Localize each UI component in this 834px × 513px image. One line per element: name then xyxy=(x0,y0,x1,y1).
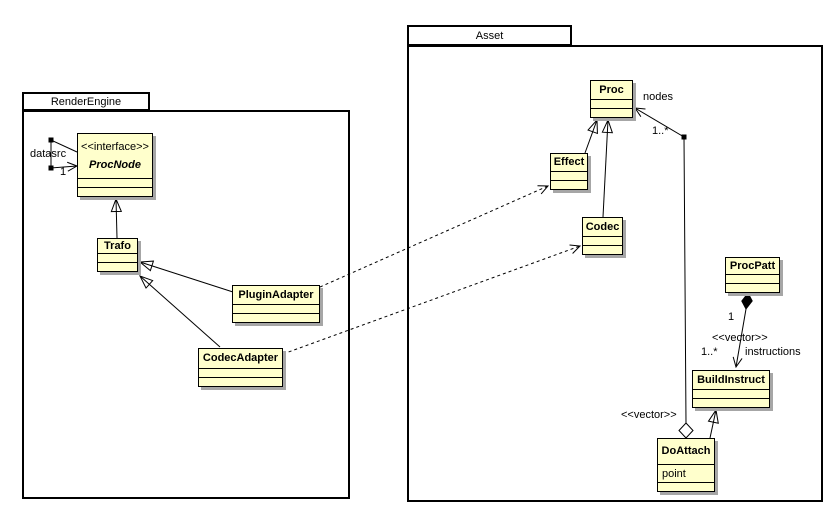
class-codecadapter: CodecAdapter xyxy=(198,348,283,387)
methods-compartment xyxy=(693,398,769,407)
attributes-compartment xyxy=(591,99,632,108)
class-name: ProcPatt xyxy=(729,259,776,272)
methods-compartment xyxy=(551,180,587,189)
multiplicity-nodes: 1..* xyxy=(652,125,669,137)
class-name: CodecAdapter xyxy=(202,352,279,364)
class-pluginadapter: PluginAdapter xyxy=(232,285,320,323)
attributes-compartment xyxy=(98,253,137,262)
methods-compartment xyxy=(98,262,137,271)
stereotype-label: <<interface>> xyxy=(81,140,149,153)
class-codec: Codec xyxy=(582,217,623,255)
attributes-compartment xyxy=(551,171,587,180)
class-buildinstruct: BuildInstruct xyxy=(692,370,770,408)
class-proc: Proc xyxy=(590,80,633,118)
attributes-compartment xyxy=(233,304,319,313)
stereotype-label-instructions: <<vector>> xyxy=(712,332,768,344)
class-name: Effect xyxy=(553,156,585,168)
attributes-compartment xyxy=(199,368,282,377)
class-effect: Effect xyxy=(550,153,588,190)
attributes-compartment xyxy=(78,178,152,187)
package-tab-asset: Asset xyxy=(407,25,572,46)
attributes-compartment xyxy=(726,274,779,283)
role-label-datasrc: datasrc xyxy=(30,148,67,160)
attributes-compartment xyxy=(583,236,622,245)
class-name: DoAttach xyxy=(661,445,711,457)
multiplicity-procpatt: 1 xyxy=(728,311,735,323)
methods-compartment xyxy=(199,377,282,386)
multiplicity-datasrc: 1 xyxy=(60,166,67,178)
methods-compartment xyxy=(658,482,714,491)
package-title: RenderEngine xyxy=(50,95,122,108)
methods-compartment xyxy=(78,187,152,196)
class-procnode: <<interface>> ProcNode xyxy=(77,133,153,197)
class-name-compartment: <<interface>> ProcNode xyxy=(78,134,152,178)
methods-compartment xyxy=(591,108,632,117)
multiplicity-instructions: 1..* xyxy=(701,346,718,358)
class-doattach: DoAttach point xyxy=(657,438,715,492)
class-name: Trafo xyxy=(104,239,131,252)
methods-compartment xyxy=(583,245,622,254)
class-procpatt: ProcPatt xyxy=(725,257,780,293)
class-trafo: Trafo xyxy=(97,238,138,272)
class-name: BuildInstruct xyxy=(697,373,765,386)
methods-compartment xyxy=(726,283,779,292)
methods-compartment xyxy=(233,313,319,322)
package-tab-renderengine: RenderEngine xyxy=(22,92,150,111)
package-title: Asset xyxy=(475,29,504,42)
role-label-nodes: nodes xyxy=(643,91,673,103)
stereotype-label-nodes-vector: <<vector>> xyxy=(621,409,677,421)
attribute-point: point xyxy=(658,464,714,482)
class-name: Proc xyxy=(599,83,624,96)
attributes-compartment xyxy=(693,389,769,398)
class-name: Codec xyxy=(585,220,620,233)
role-label-instructions: instructions xyxy=(745,346,801,358)
class-name: ProcNode xyxy=(89,158,141,171)
class-name: PluginAdapter xyxy=(238,288,314,301)
